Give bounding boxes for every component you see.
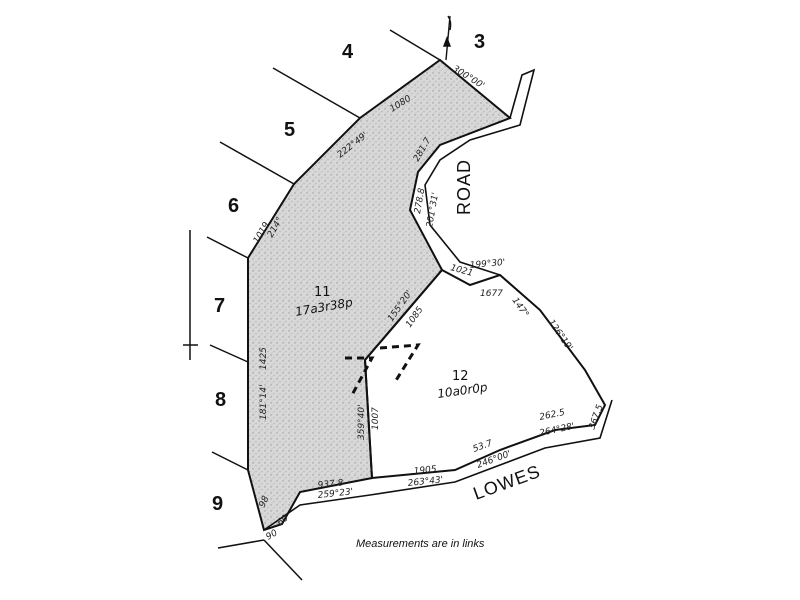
measure-label: 359°40' bbox=[357, 404, 367, 440]
measure-label: 90 bbox=[265, 528, 280, 543]
north-arrow-icon bbox=[442, 15, 452, 61]
proposed-dashed-line bbox=[345, 343, 421, 396]
measure-label: 98 bbox=[258, 494, 272, 509]
measure-label: 263°43' bbox=[407, 475, 443, 489]
measure-label: 278.8 bbox=[413, 187, 427, 214]
measure-label: 262.5 bbox=[539, 408, 567, 423]
measure-label: 1007 bbox=[371, 407, 381, 430]
measure-label: 1425 bbox=[259, 347, 269, 370]
lot-number-4: 4 bbox=[342, 41, 354, 63]
measurement-note: Measurements are in links bbox=[356, 538, 485, 550]
lot-number-3: 3 bbox=[474, 31, 485, 53]
measure-label: 264°28' bbox=[539, 422, 576, 439]
measure-label: 53.7 bbox=[472, 438, 495, 454]
measure-label: 126°19' bbox=[546, 318, 575, 353]
measure-label: 259°23' bbox=[317, 487, 353, 501]
lot-number-7: 7 bbox=[214, 295, 225, 317]
measure-label: 937.8 bbox=[317, 478, 344, 491]
road-boundary bbox=[424, 68, 536, 276]
lowes-road-boundary bbox=[263, 399, 613, 531]
lot-number-6: 6 bbox=[228, 195, 239, 217]
adjoining-lot-lines bbox=[183, 29, 441, 581]
lot-11-parcel bbox=[247, 58, 512, 532]
lot-number-11: 11 bbox=[314, 285, 331, 300]
measure-label: 1677 bbox=[480, 289, 503, 299]
road-name: ROAD bbox=[454, 159, 474, 215]
lot-number-8: 8 bbox=[215, 389, 226, 411]
lot-number-12: 12 bbox=[452, 369, 469, 384]
measure-label: 201°31' bbox=[425, 192, 441, 229]
lot-number-9: 9 bbox=[212, 493, 223, 515]
measure-label: 181°14' bbox=[259, 384, 269, 420]
measure-label: 1905 bbox=[413, 465, 437, 477]
lot-number-5: 5 bbox=[284, 119, 295, 141]
lot-12-area: 10a0r0p bbox=[436, 380, 488, 401]
measure-label: 199°30' bbox=[469, 258, 505, 271]
